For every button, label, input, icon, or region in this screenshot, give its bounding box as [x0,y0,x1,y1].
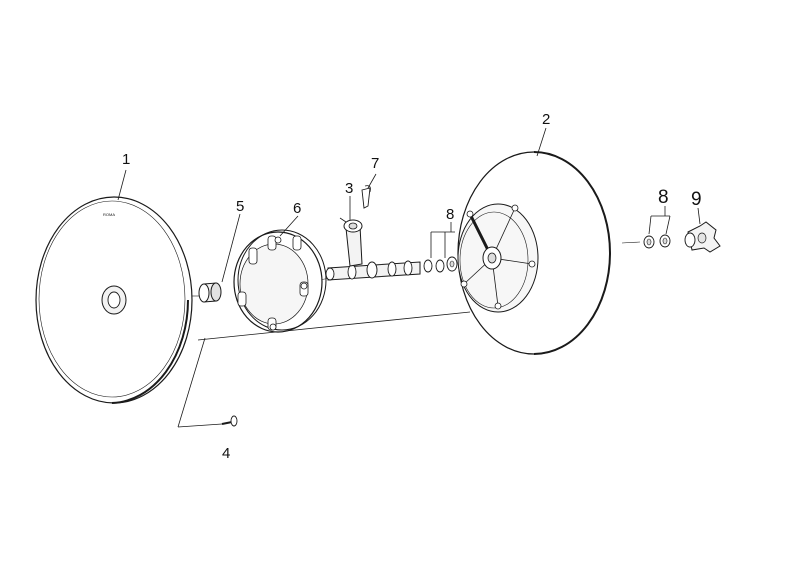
part-2-rear-disc [457,151,611,355]
part-1-front-disc: ROMA [35,196,193,404]
callout-labels: 1 2 3 4 5 6 7 8 8 9 [122,111,702,462]
part-9-knob [684,221,721,253]
callout-8-right: 8 [658,187,669,208]
part-8-washers-right [643,234,671,249]
callout-1: 1 [122,151,130,168]
leader-lines [117,127,701,428]
part-8-washers-left [423,256,458,273]
part-4-screw [221,415,238,427]
part-5-bushing [198,282,222,303]
part-7-pin [361,185,371,209]
svg-text:ROMA: ROMA [103,212,115,217]
callout-5: 5 [236,198,244,215]
callout-4: 4 [222,445,230,462]
callout-6: 6 [293,200,301,217]
callout-8-left: 8 [446,206,454,223]
callout-3: 3 [345,180,353,197]
part-3-valve-stem [325,217,421,281]
callout-9: 9 [691,189,702,210]
part-6-drum-housing [233,229,327,333]
callout-2: 2 [542,111,550,128]
callout-7: 7 [371,155,379,172]
